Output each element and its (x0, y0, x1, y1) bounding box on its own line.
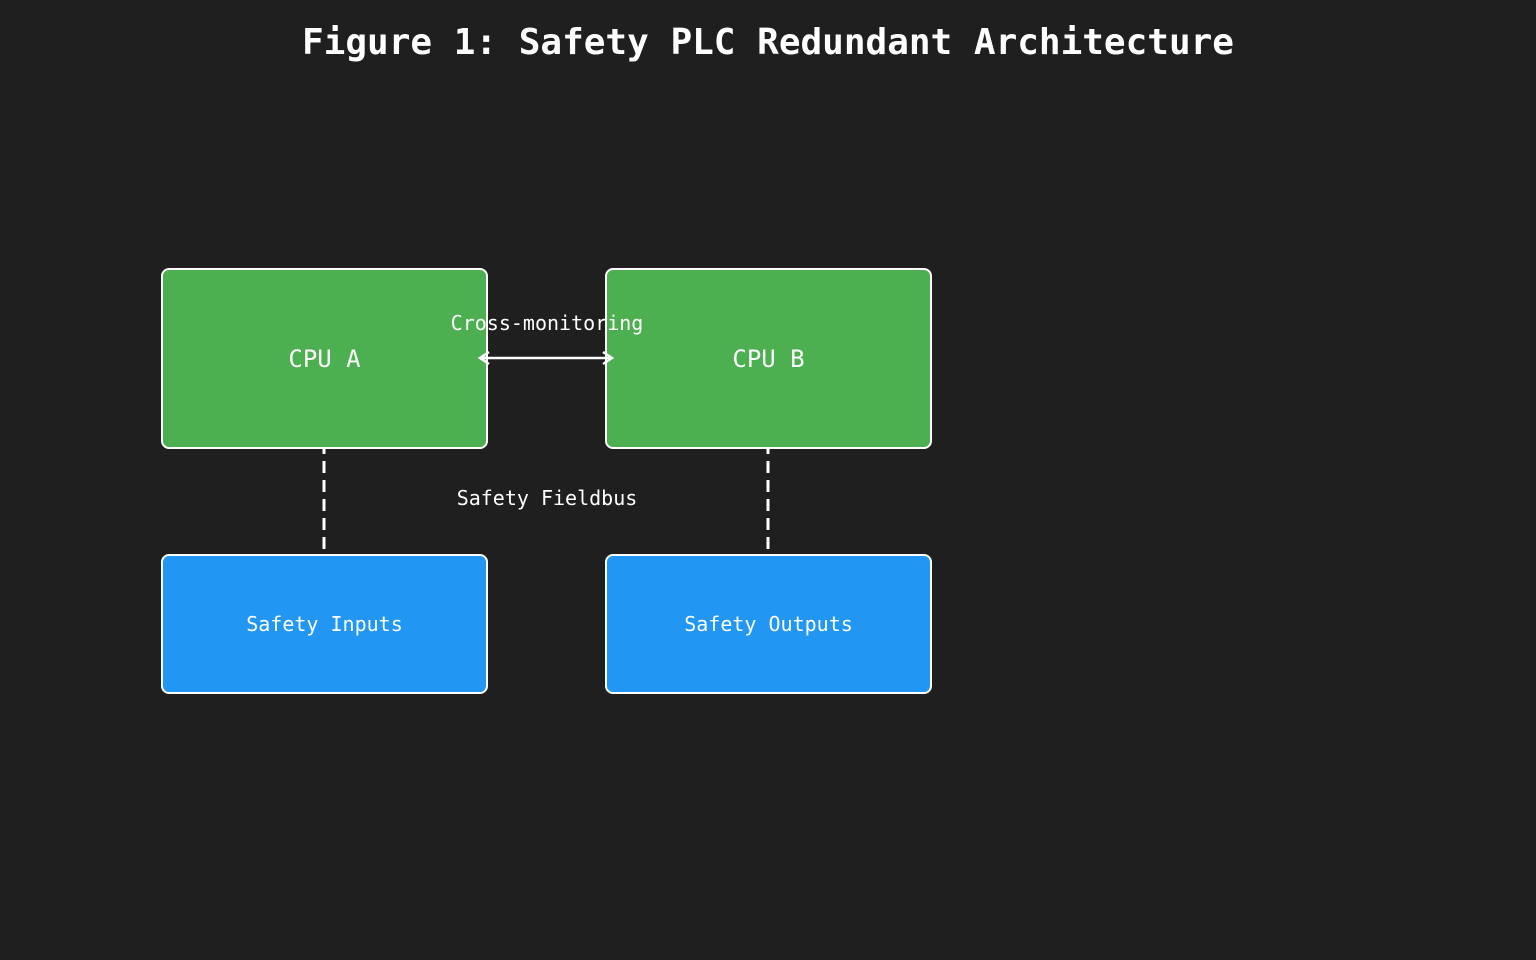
safety-inputs-node: Safety Inputs (161, 554, 488, 694)
cpu-a-node: CPU A (161, 268, 488, 449)
safety-fieldbus-label: Safety Fieldbus (456, 486, 638, 510)
cpu-b-node: CPU B (605, 268, 932, 449)
safety-outputs-label: Safety Outputs (684, 612, 853, 636)
cross-monitoring-label: Cross-monitoring (450, 311, 644, 335)
safety-inputs-label: Safety Inputs (246, 612, 403, 636)
safety-outputs-node: Safety Outputs (605, 554, 932, 694)
cpu-b-label: CPU B (732, 344, 805, 373)
cross-monitoring-arrow (477, 350, 615, 366)
cpu-a-label: CPU A (288, 344, 361, 373)
figure-title: Figure 1: Safety PLC Redundant Architect… (302, 22, 1234, 63)
